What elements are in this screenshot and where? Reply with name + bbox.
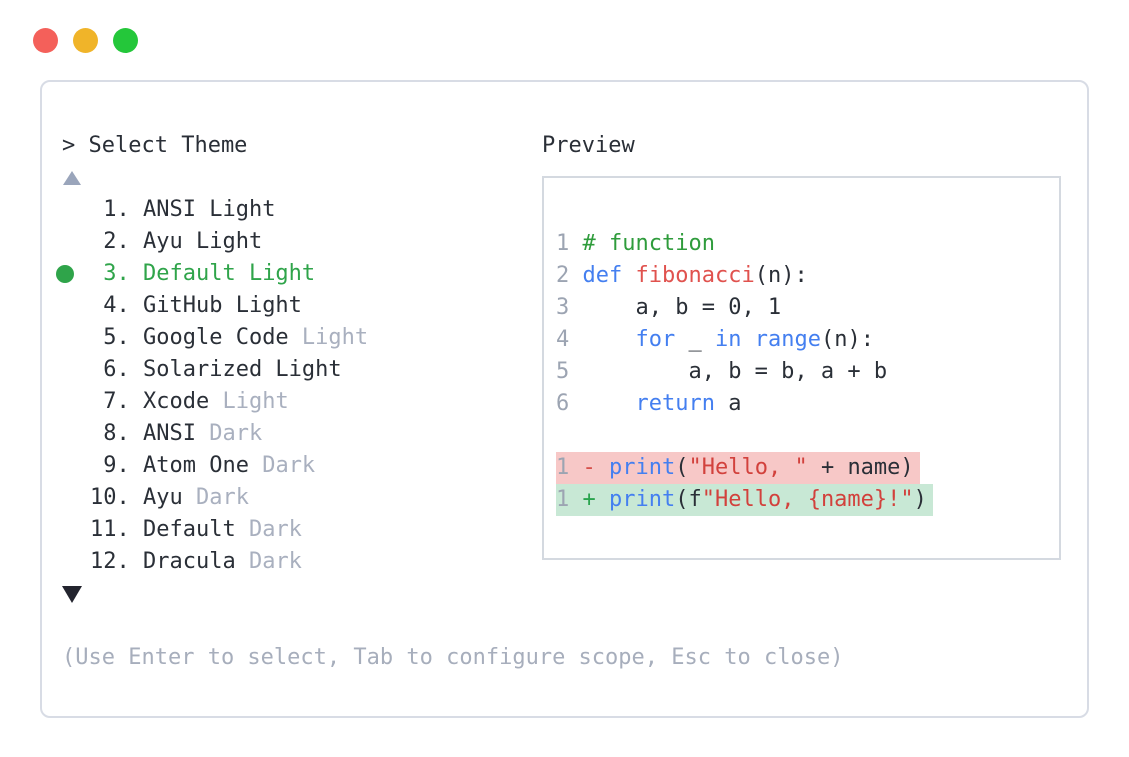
- theme-item-dracula[interactable]: 12. Dracula Dark: [62, 546, 368, 578]
- theme-item-number: 6.: [90, 357, 143, 382]
- selected-dot-icon: [56, 265, 74, 283]
- code-line: 1 - print("Hello, " + name): [556, 452, 1059, 484]
- code-line: 2 def fibonacci(n):: [556, 263, 808, 288]
- theme-item-variant: Dark: [195, 421, 263, 446]
- theme-item-default-light[interactable]: 3. Default Light: [56, 258, 368, 290]
- theme-item-number: 4.: [90, 293, 143, 318]
- keyboard-hint: (Use Enter to select, Tab to configure s…: [62, 645, 844, 670]
- theme-item-number: 11.: [90, 517, 143, 542]
- theme-item-atom-one[interactable]: 9. Atom One Dark: [62, 450, 368, 482]
- code-line: 1 + print(f"Hello, {name}!"): [556, 484, 1059, 516]
- theme-item-name: ANSI: [142, 421, 196, 446]
- select-theme-prompt: > Select Theme: [62, 133, 248, 158]
- window-controls: [33, 28, 138, 53]
- theme-item-ayu-light[interactable]: 2. Ayu Light: [62, 226, 368, 258]
- theme-item-number: 7.: [90, 389, 143, 414]
- theme-item-number: 3.: [90, 261, 143, 286]
- theme-item-number: 12.: [90, 549, 143, 574]
- theme-item-name: ANSI Light: [142, 197, 276, 222]
- theme-item-number: 10.: [90, 485, 143, 510]
- theme-item-variant: Dark: [235, 549, 302, 574]
- theme-item-number: 2.: [90, 229, 143, 254]
- close-button-icon[interactable]: [33, 28, 58, 53]
- theme-item-default[interactable]: 11. Default Dark: [62, 514, 368, 546]
- theme-picker-panel: > Select Theme 1. ANSI Light 2. Ayu Ligh…: [40, 80, 1089, 718]
- theme-item-ayu[interactable]: 10. Ayu Dark: [62, 482, 368, 514]
- theme-item-name: Xcode: [142, 389, 210, 414]
- line-number: 1: [556, 487, 570, 512]
- theme-item-ansi-light[interactable]: 1. ANSI Light: [62, 194, 368, 226]
- theme-item-variant: Dark: [235, 517, 302, 542]
- theme-item-google-code[interactable]: 5. Google Code Light: [62, 322, 368, 354]
- line-number: 4: [556, 327, 570, 352]
- theme-item-name: Default Light: [142, 261, 316, 286]
- zoom-button-icon[interactable]: [113, 28, 138, 53]
- code-block: 1 # function 2 def fibonacci(n): 3 a, b = …: [556, 228, 1059, 516]
- line-number: 5: [556, 359, 570, 384]
- theme-item-name: Solarized Light: [142, 357, 342, 382]
- theme-list: 1. ANSI Light 2. Ayu Light 3. Default Li…: [56, 194, 368, 578]
- line-number: 1: [556, 455, 570, 480]
- code-preview-box: 1 # function 2 def fibonacci(n): 3 a, b = …: [542, 176, 1061, 560]
- theme-selector: > Select Theme 1. ANSI Light 2. Ayu Ligh…: [56, 130, 368, 610]
- code-line: 4 for _ in range(n):: [556, 327, 874, 352]
- theme-item-number: 1.: [90, 197, 143, 222]
- theme-item-name: GitHub Light: [142, 293, 302, 318]
- line-number: 6: [556, 391, 570, 416]
- theme-item-number: 8.: [90, 421, 143, 446]
- line-number: 1: [556, 231, 570, 256]
- minimize-button-icon[interactable]: [73, 28, 98, 53]
- theme-item-github-light[interactable]: 4. GitHub Light: [62, 290, 368, 322]
- scroll-down-icon: [62, 585, 82, 603]
- theme-item-variant: Light: [288, 325, 369, 350]
- theme-item-solarized-light[interactable]: 6. Solarized Light: [62, 354, 368, 386]
- scroll-up-control[interactable]: [62, 162, 368, 194]
- theme-item-number: 9.: [90, 453, 143, 478]
- theme-item-variant: Light: [209, 389, 289, 414]
- theme-item-name: Default: [142, 517, 236, 542]
- code-line: 3 a, b = 0, 1: [556, 295, 782, 320]
- theme-item-variant: Dark: [248, 453, 316, 478]
- code-line: 5 a, b = b, a + b: [556, 359, 888, 384]
- theme-item-name: Atom One: [142, 453, 249, 478]
- theme-item-ansi[interactable]: 8. ANSI Dark: [62, 418, 368, 450]
- theme-item-name: Ayu Light: [142, 229, 263, 254]
- preview-pane: Preview 1 # function 2 def fibonacci(n): 3…: [542, 130, 1061, 560]
- scroll-down-control[interactable]: [62, 578, 368, 610]
- preview-label: Preview: [542, 133, 635, 158]
- theme-item-xcode[interactable]: 7. Xcode Light: [62, 386, 368, 418]
- theme-item-number: 5.: [90, 325, 143, 350]
- line-number: 3: [556, 295, 570, 320]
- code-line: [556, 420, 1059, 452]
- theme-item-name: Ayu: [142, 485, 183, 510]
- theme-item-name: Google Code: [142, 325, 289, 350]
- line-number: 2: [556, 263, 570, 288]
- code-line: 6 return a: [556, 391, 742, 416]
- scroll-up-icon: [63, 171, 81, 185]
- theme-item-variant: Dark: [182, 485, 249, 510]
- theme-item-name: Dracula: [142, 549, 236, 574]
- code-line: 1 # function: [556, 231, 715, 256]
